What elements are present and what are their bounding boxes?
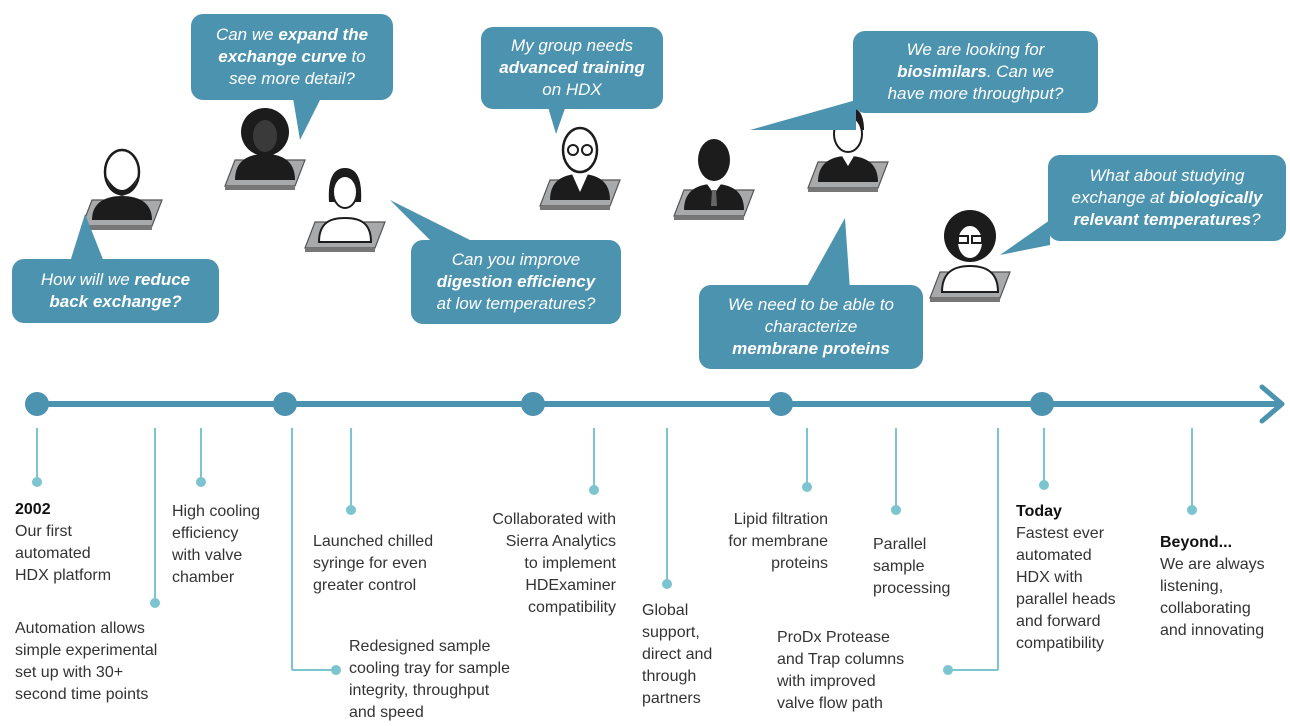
person-older-man-glasses-icon: [539, 126, 621, 211]
timeline-node: [273, 392, 297, 416]
bubble-advanced-training: My group needs advanced training on HDX: [481, 27, 663, 109]
person-bearded-man-icon: [81, 148, 163, 231]
milestone-cooling: High cooling efficiency with valve chamb…: [172, 503, 261, 586]
bubble-expand-exchange-curve: Can we expand the exchange curve to see …: [191, 14, 393, 100]
timeline-node: [1030, 392, 1054, 416]
milestone-beyond: Beyond... We are always listening, colla…: [1160, 534, 1265, 639]
milestone-prodx: ProDx Protease and Trap columns with imp…: [777, 629, 905, 712]
milestone-today: Today Fastest ever automated HDX with pa…: [1016, 503, 1116, 652]
milestone-sierra: Collaborated with Sierra Analytics to im…: [492, 511, 616, 616]
person-woman-glasses-icon: [929, 210, 1011, 303]
milestone-parallel: Parallel sample processing: [873, 536, 951, 597]
timeline-node: [521, 392, 545, 416]
milestone-lipid-filtration: Lipid filtration for membrane proteins: [728, 511, 828, 572]
bubble-reduce-back-exchange: How will we reduce back exchange?: [12, 259, 219, 323]
milestone-global-support: Global support, direct and through partn…: [642, 602, 713, 707]
milestone-cooling-tray: Redesigned sample cooling tray for sampl…: [349, 638, 510, 721]
timeline-node: [769, 392, 793, 416]
milestone-2002: 2002 Our first automated HDX platform: [15, 501, 112, 584]
connectors: [32, 428, 1197, 675]
person-dark-hair-woman-icon: [304, 168, 386, 253]
bubble-biological-temperatures: What about studying exchange at biologic…: [1048, 155, 1286, 241]
bubble-digestion-efficiency: Can you improve digestion efficiency at …: [411, 240, 621, 324]
bubble-biosimilars: We are looking for biosimilars. Can we h…: [853, 31, 1098, 113]
bubble-membrane-proteins: We need to be able to characterize membr…: [699, 285, 923, 369]
milestone-automation: Automation allows simple experimental se…: [15, 620, 158, 703]
timeline-arrowhead-icon: [1259, 384, 1285, 424]
timeline-node: [25, 392, 49, 416]
person-curly-hair-woman-icon: [224, 108, 306, 191]
milestone-chilled-syringe: Launched chilled syringe for even greate…: [313, 533, 434, 594]
person-man-tie-icon: [673, 139, 755, 221]
